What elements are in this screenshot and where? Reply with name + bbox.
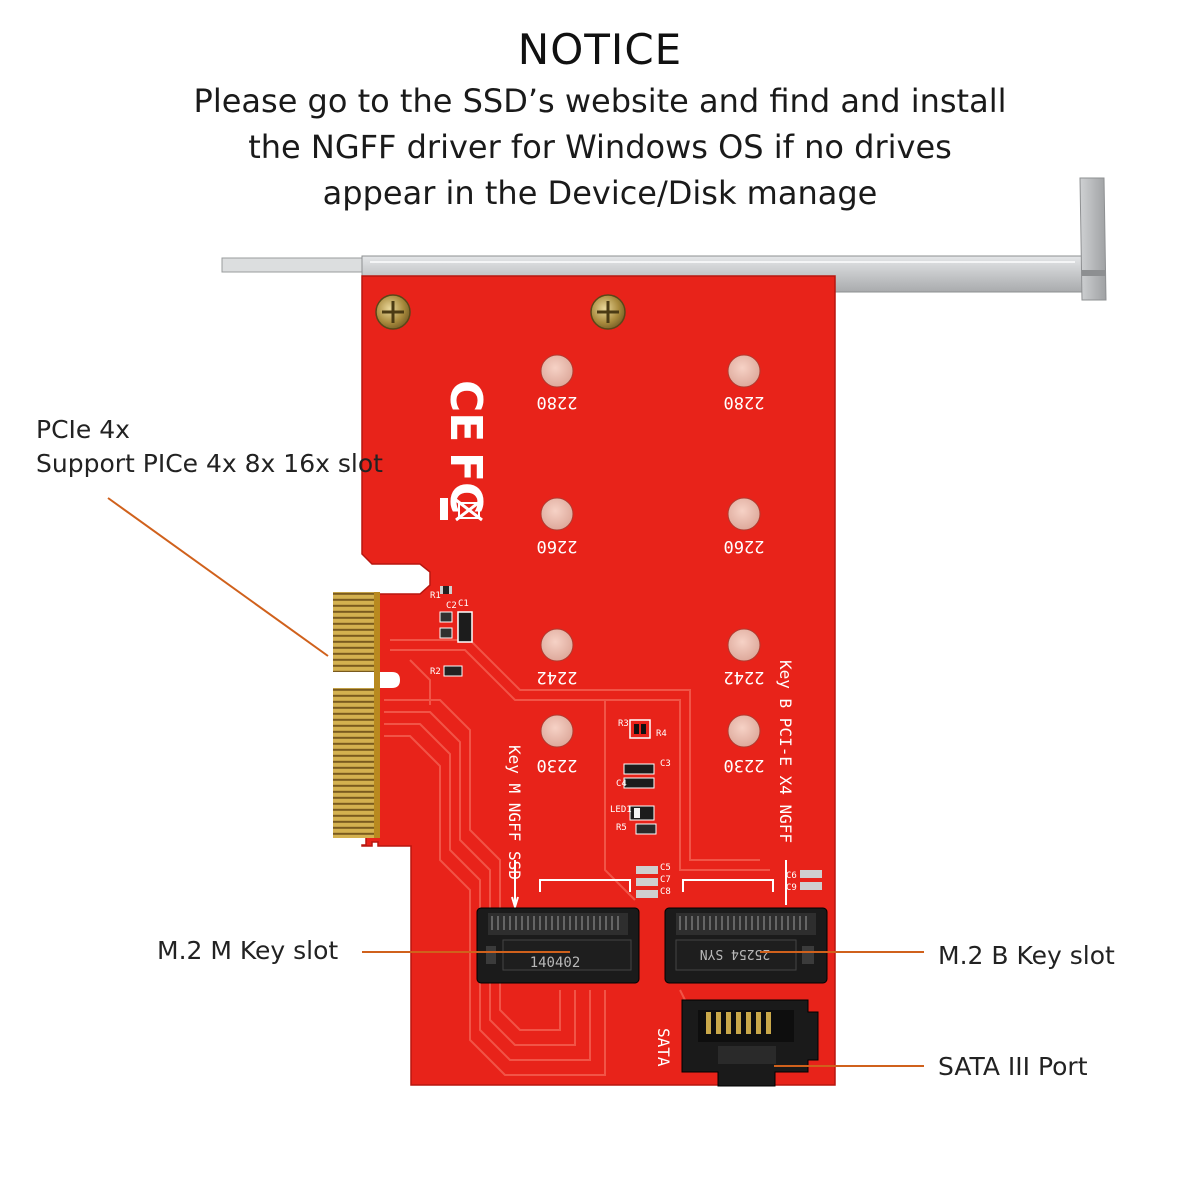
m-key-slot-marking: 140402 — [530, 955, 581, 971]
sata-connector — [681, 999, 819, 1087]
silk-c3: C3 — [660, 759, 671, 769]
screw-right — [590, 294, 626, 330]
mark-2242-right: 2242 — [724, 667, 765, 687]
m2-m-key-slot — [476, 907, 640, 984]
silk-c1: C1 — [458, 599, 469, 609]
silk-c8: C8 — [660, 887, 671, 897]
right-slot-silk-label: Key B PCI-E X4 NGFF — [776, 660, 795, 843]
silk-c5: C5 — [660, 863, 671, 873]
silk-r5: R5 — [616, 823, 627, 833]
b-key-callout-label: M.2 B Key slot — [938, 941, 1115, 970]
silk-r2: R2 — [430, 667, 441, 677]
silk-c7: C7 — [660, 875, 671, 885]
silk-led1: LED1 — [610, 805, 632, 815]
screw-left — [375, 294, 411, 330]
notice-title: NOTICE — [517, 25, 683, 74]
mark-2280-right: 2280 — [724, 392, 765, 412]
silk-r1: R1 — [430, 591, 441, 601]
weee-recycle-icon — [440, 498, 483, 522]
pcie-callout-label: PCIe 4x Support PICe 4x 8x 16x slot — [36, 413, 383, 481]
pcie-callout-line1: PCIe 4x — [36, 415, 130, 444]
notice-header: NOTICE Please go to the SSD’s website an… — [0, 22, 1200, 216]
notice-line-3: appear in the Device/Disk manage — [322, 174, 878, 212]
silk-c9: C9 — [786, 883, 797, 893]
mark-2242-left: 2242 — [537, 667, 578, 687]
silk-r4: R4 — [656, 729, 667, 739]
silk-c2: C2 — [446, 601, 457, 611]
pcie-gold-fingers — [333, 592, 380, 838]
slot-outlines — [511, 860, 787, 911]
silk-c4: C4 — [616, 779, 627, 789]
silk-c6: C6 — [786, 871, 797, 881]
m-key-callout-label: M.2 M Key slot — [157, 936, 339, 965]
mark-2230-right: 2230 — [724, 755, 765, 775]
notice-line-2: the NGFF driver for Windows OS if no dri… — [248, 128, 952, 166]
svg-text:CE: CE — [440, 380, 491, 442]
b-key-slot-marking: 25254 SYN — [700, 946, 770, 961]
pcb-traces — [384, 639, 770, 1076]
sata-callout-label: SATA III Port — [938, 1052, 1088, 1081]
m2-b-key-slot — [664, 907, 828, 984]
mark-2260-right: 2260 — [724, 536, 765, 556]
mounting-pads — [540, 354, 761, 748]
pcie-callout-line — [107, 497, 329, 657]
smd-components — [439, 586, 822, 898]
pcie-callout-line2: Support PICe 4x 8x 16x slot — [36, 449, 383, 478]
left-slot-silk-label: Key M NGFF SSD — [505, 745, 524, 880]
mark-2230-left: 2230 — [537, 755, 578, 775]
sata-silk-label: SATA — [654, 1028, 673, 1067]
mark-2280-left: 2280 — [537, 392, 578, 412]
mark-2260-left: 2260 — [537, 536, 578, 556]
notice-line-1: Please go to the SSD’s website and find … — [193, 82, 1007, 120]
silk-r3: R3 — [618, 719, 629, 729]
